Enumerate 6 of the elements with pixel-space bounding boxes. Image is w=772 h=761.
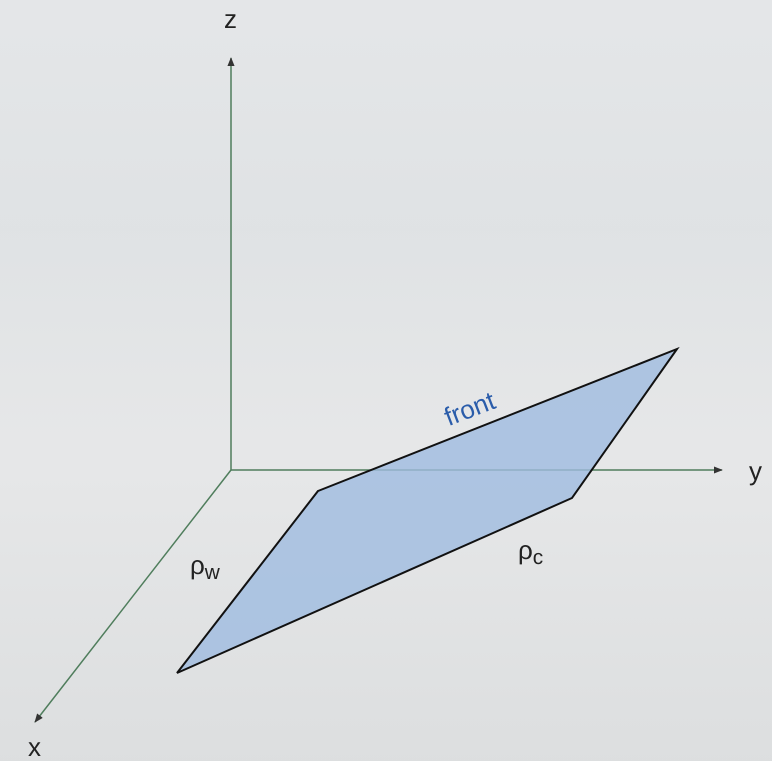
axis-label: y bbox=[749, 458, 762, 484]
side-label: front bbox=[440, 387, 499, 430]
side-label: ρ$_{c}$ bbox=[518, 537, 544, 569]
axis-label: z bbox=[224, 6, 237, 32]
side-label: ρ$_{w}$ bbox=[190, 552, 220, 584]
axis-label: x bbox=[28, 734, 41, 760]
